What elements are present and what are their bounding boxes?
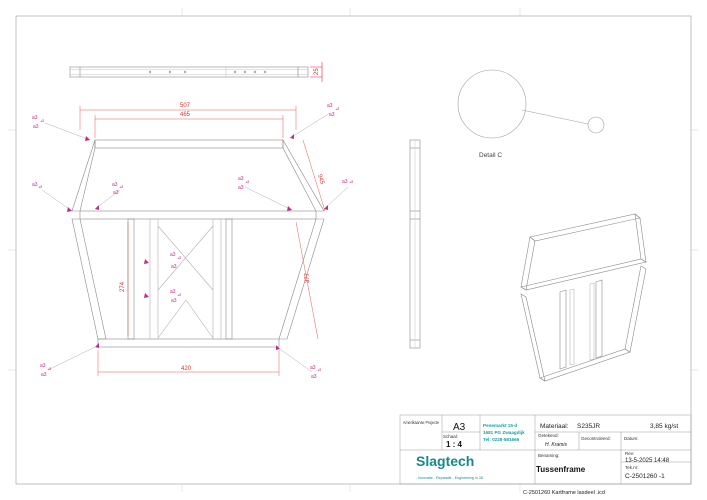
- svg-text:a3: a3: [171, 298, 177, 304]
- svg-text:⊿: ⊿: [38, 184, 42, 190]
- svg-text:⊿: ⊿: [177, 292, 181, 298]
- dim-rod-height: 25: [314, 68, 320, 75]
- svg-text:a3: a3: [238, 185, 244, 191]
- part-name-label: Benaming:: [538, 453, 560, 458]
- dim-inner-height: 274: [120, 281, 126, 292]
- file-name: C-2501260 Kartframe lasdeel .icd: [523, 490, 605, 496]
- scale-value: 1 : 4: [446, 440, 463, 449]
- top-rod-view: [69, 62, 323, 82]
- address-line-1: Penemarkt 15-d: [483, 423, 517, 428]
- company-top-label: Amerikaanse Projecte: [403, 420, 439, 425]
- weld-symbol: a3⊿a3: [40, 363, 51, 378]
- material-value: S235JR: [577, 423, 600, 430]
- drawing-number: C-2501260 -1: [625, 473, 665, 480]
- weld-symbol: a3⊿a3: [170, 289, 181, 304]
- weld-leaders: [41, 112, 349, 373]
- detail-c-label: Detail C: [479, 152, 502, 159]
- svg-text:⊿: ⊿: [245, 179, 249, 185]
- svg-text:a3: a3: [327, 103, 333, 109]
- svg-text:⊿: ⊿: [349, 179, 353, 185]
- company-tagline: - Innovatie - Reparatie - Engineering in…: [416, 476, 484, 480]
- drawn-by-label: Getekend:: [538, 433, 559, 438]
- svg-text:⊿: ⊿: [119, 184, 123, 190]
- dim-bottom-width: 420: [181, 366, 192, 372]
- detail-c-callout: [457, 69, 605, 139]
- svg-text:⊿: ⊿: [317, 367, 321, 373]
- title-block: [399, 414, 692, 485]
- svg-text:a3: a3: [310, 365, 316, 371]
- address-line-2: 1681 PG Zwaagdijk: [483, 430, 525, 435]
- weld-arrowheads: [67, 134, 328, 350]
- svg-text:a3: a3: [311, 374, 317, 380]
- dim-right-lower: 377: [305, 272, 311, 283]
- weld-symbol: a3⊿a3: [170, 252, 181, 270]
- svg-text:⊿: ⊿: [47, 366, 51, 372]
- drawn-by-value: H. Kramis: [545, 442, 567, 448]
- checked-label: Gecontroleerd:: [581, 436, 611, 441]
- weld-symbol: a3⊿a3: [32, 115, 44, 130]
- front-view-frame: [71, 138, 325, 348]
- weld-symbol: a3⊿: [342, 179, 353, 185]
- svg-text:a3: a3: [170, 289, 176, 295]
- phone-number: Tel: 0228-581665: [483, 437, 520, 442]
- svg-text:a3: a3: [238, 176, 244, 182]
- revision-date: 13-5-2025 14:48: [625, 458, 670, 464]
- weld-symbol: a3⊿a3: [327, 103, 339, 118]
- scale-label: Schaal:: [443, 434, 458, 439]
- svg-text:⊿: ⊿: [335, 106, 339, 112]
- weld-symbol: a3⊿a3: [112, 182, 123, 196]
- svg-text:a3: a3: [33, 124, 39, 130]
- isometric-view: [520, 213, 647, 382]
- svg-text:a3: a3: [113, 190, 119, 196]
- svg-text:a3: a3: [342, 179, 348, 185]
- side-view: [409, 139, 421, 349]
- company-logo: Slagtech: [416, 453, 474, 469]
- border-ticks: [8, 8, 699, 492]
- part-name: Tussenframe: [536, 465, 586, 474]
- svg-text:a3: a3: [112, 182, 118, 188]
- svg-text:a3: a3: [40, 363, 46, 369]
- front-view-dimension-lines: [79, 106, 326, 376]
- svg-text:a3: a3: [32, 182, 38, 188]
- weld-symbol: a3⊿: [32, 182, 42, 190]
- dim-right-upper: 945: [316, 174, 325, 186]
- dim-inner-width: 465: [180, 112, 191, 118]
- svg-text:a3: a3: [329, 112, 335, 118]
- svg-text:a3: a3: [41, 372, 47, 378]
- svg-text:⊿: ⊿: [40, 118, 44, 124]
- svg-text:a3: a3: [171, 264, 177, 270]
- dim-overall-width: 507: [180, 103, 191, 109]
- weld-symbol: a3⊿a3: [310, 365, 321, 380]
- drawing-number-label: Tek.nr:: [625, 465, 639, 470]
- sheet-format: A3: [453, 422, 466, 433]
- svg-text:⊿: ⊿: [177, 255, 181, 261]
- weight-value: 3,85 kg/st: [650, 423, 678, 430]
- material-label: Materiaal:: [540, 423, 569, 430]
- sheet-border: [15, 15, 692, 485]
- svg-text:a3: a3: [32, 115, 38, 121]
- weld-symbol: a3⊿a3: [238, 176, 249, 191]
- date-label: Datum:: [624, 436, 639, 441]
- svg-text:a3: a3: [170, 252, 176, 258]
- revision-label: Rev:: [625, 451, 634, 456]
